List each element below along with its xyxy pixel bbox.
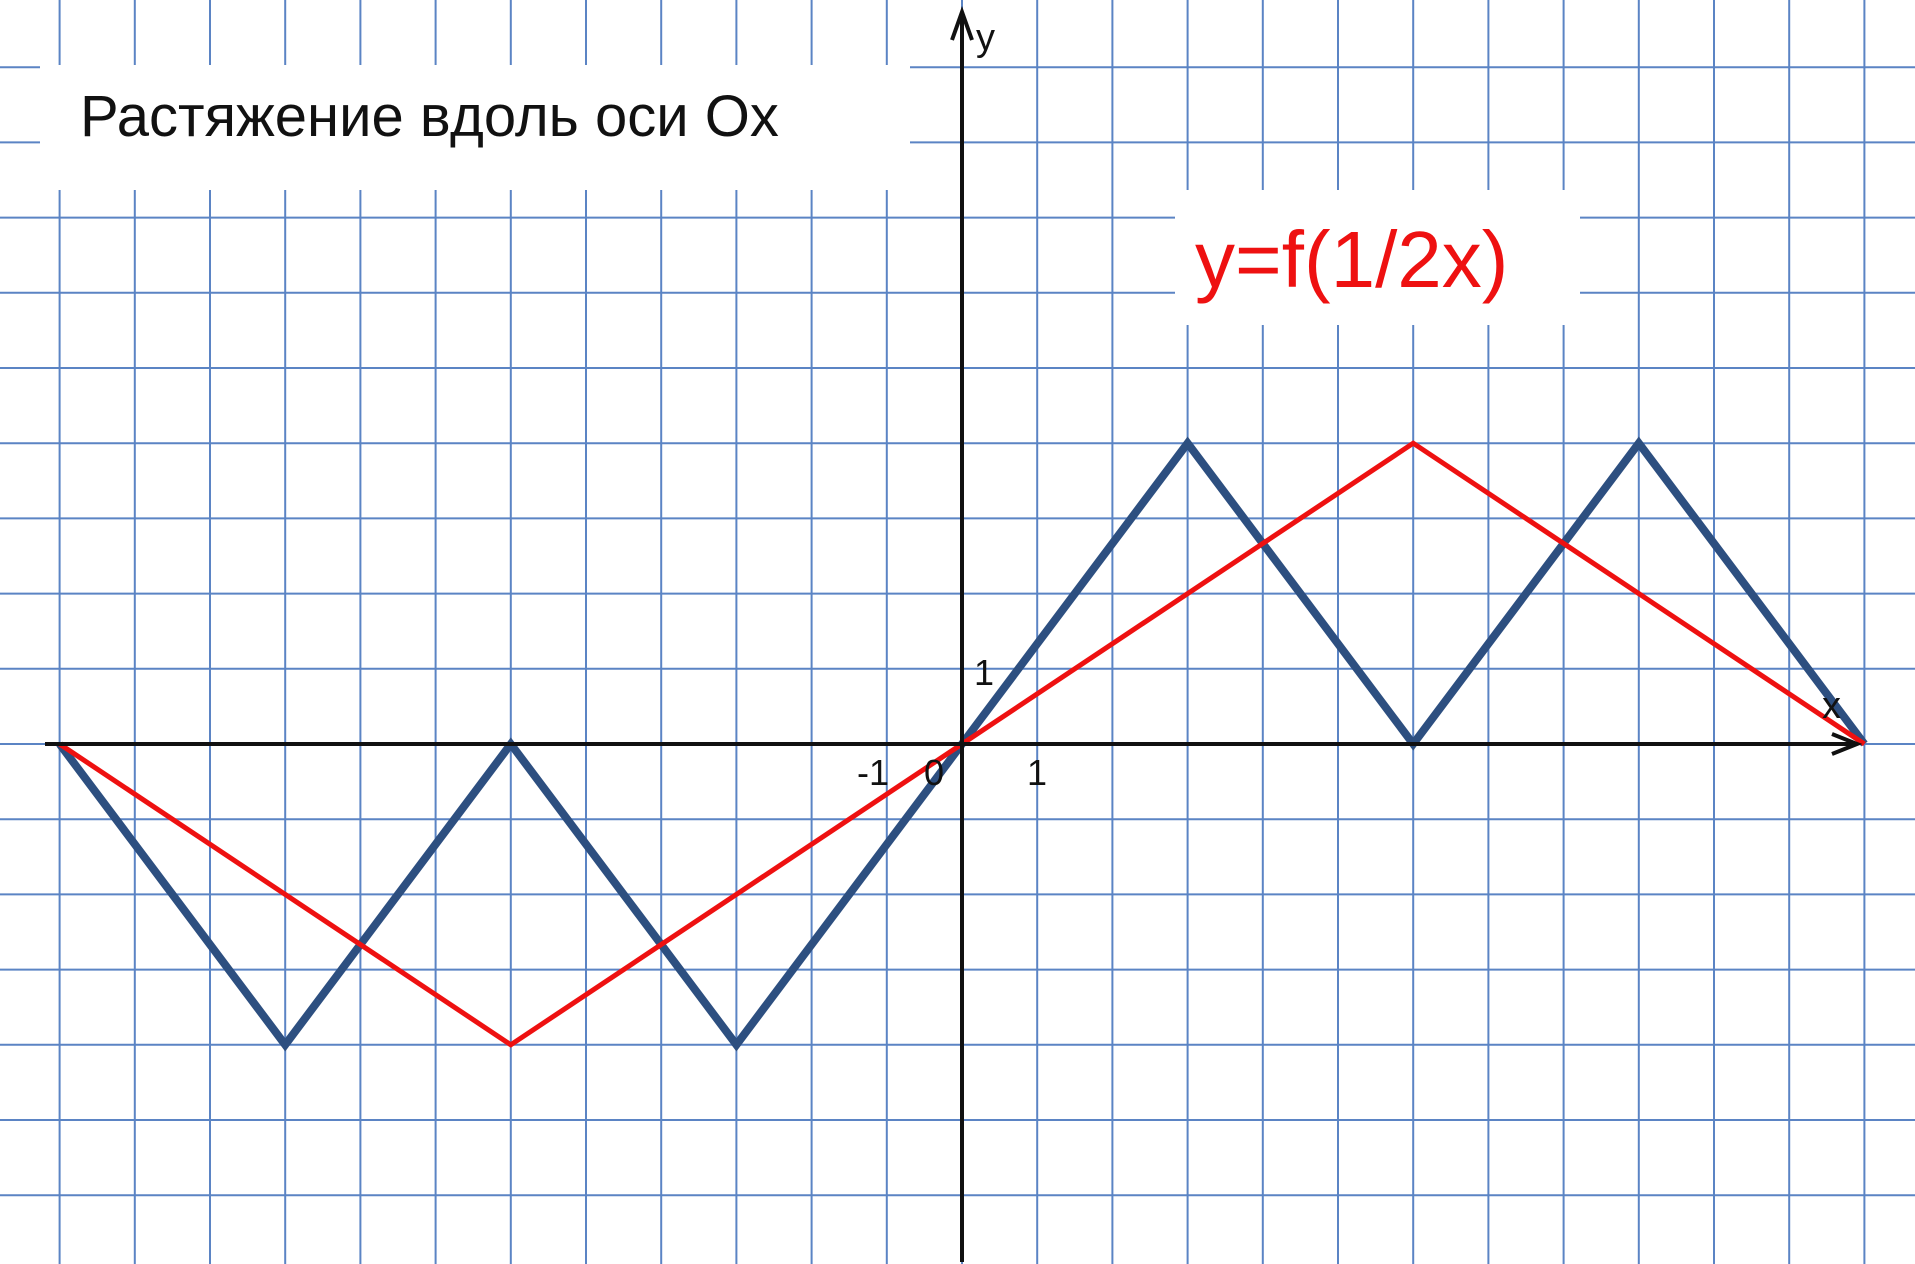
formula-annotation: y=f(1/2x)	[1195, 215, 1508, 304]
axes	[45, 6, 1863, 1262]
x-axis-arrow	[1831, 732, 1863, 756]
chart-title: Растяжение вдоль оси Ox	[80, 84, 779, 149]
x-axis-label: x	[1822, 685, 1841, 727]
x-tick-label-1: 1	[1027, 752, 1047, 793]
origin-label: 0	[924, 752, 944, 793]
x-tick-label-neg1: -1	[857, 752, 889, 793]
y-tick-label-1: 1	[974, 652, 994, 693]
y-axis-arrow	[950, 6, 974, 41]
title-backdrop	[40, 65, 910, 190]
formula-backdrop	[1175, 190, 1580, 325]
y-axis-label: y	[976, 17, 995, 59]
